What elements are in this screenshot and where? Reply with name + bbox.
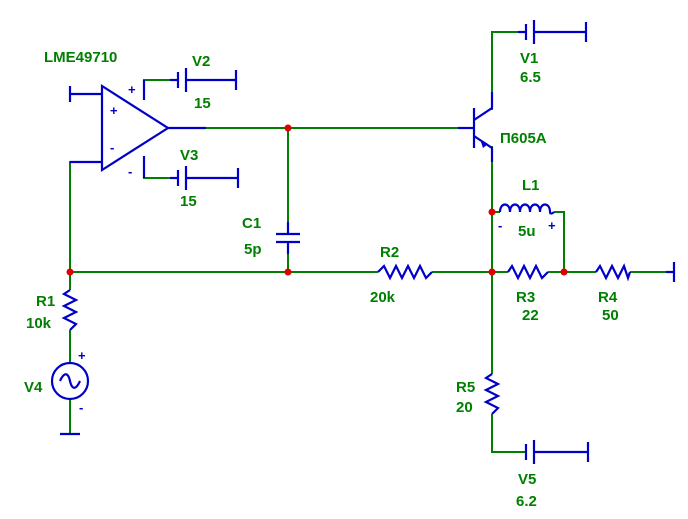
q1-emitter-arrow bbox=[480, 139, 488, 148]
wire-inverting-input bbox=[69, 161, 102, 272]
l1-minus-sign: - bbox=[498, 218, 502, 233]
wires bbox=[69, 31, 666, 453]
r1-zigzag bbox=[61, 289, 79, 331]
v3-ref-label: V3 bbox=[180, 147, 198, 164]
battery-v1: V1 6.5 bbox=[518, 20, 588, 86]
v2-value-label: 15 bbox=[194, 95, 211, 112]
wire-collector bbox=[491, 31, 526, 110]
r2-ref-label: R2 bbox=[380, 244, 399, 261]
r4-ref-label: R4 bbox=[598, 289, 618, 306]
opamp-rail-plus: + bbox=[128, 82, 136, 97]
node-c1-top bbox=[284, 124, 292, 132]
resistor-r4: R4 50 bbox=[595, 262, 676, 324]
r5-zigzag bbox=[483, 373, 501, 415]
resistor-r1: R1 10k bbox=[26, 289, 79, 332]
resistor-r2: R2 20k bbox=[370, 244, 433, 306]
junction-nodes bbox=[66, 124, 568, 276]
q1-collector bbox=[473, 92, 494, 121]
node-emitter bbox=[488, 268, 496, 276]
l1-ref-label: L1 bbox=[522, 177, 540, 194]
r4-value-label: 50 bbox=[602, 307, 619, 324]
resistor-r5: R5 20 bbox=[456, 373, 501, 416]
v4-circle bbox=[50, 361, 90, 401]
v4-ref-label: V4 bbox=[24, 379, 43, 396]
wire-vplus-rail bbox=[143, 79, 178, 100]
r3-ref-label: R3 bbox=[516, 289, 535, 306]
v2-ref-label: V2 bbox=[192, 53, 210, 70]
battery-v5: V5 6.2 bbox=[516, 440, 590, 510]
r5-value-label: 20 bbox=[456, 399, 473, 416]
l1-value-label: 5u bbox=[518, 223, 536, 240]
r2-zigzag bbox=[377, 263, 433, 281]
v4-sine bbox=[58, 373, 82, 389]
resistor-r3: R3 22 bbox=[507, 263, 549, 324]
capacitor-c1: C1 5p bbox=[242, 215, 300, 258]
v1-ref-label: V1 bbox=[520, 50, 538, 67]
c1-ref-label: C1 bbox=[242, 215, 261, 232]
r1-ref-label: R1 bbox=[36, 293, 55, 310]
r5-ref-label: R5 bbox=[456, 379, 475, 396]
opamp-ref-label: LME49710 bbox=[44, 49, 117, 66]
inductor-l1: - + L1 5u bbox=[498, 177, 556, 240]
l1-plus-sign: + bbox=[548, 218, 556, 233]
transistor-q1: П605A bbox=[458, 92, 547, 162]
opamp-rail-minus: - bbox=[128, 164, 132, 179]
wire-vminus-rail bbox=[143, 156, 178, 179]
opamp-lme49710: + - + - LME49710 bbox=[44, 49, 206, 179]
opamp-minus-sign: - bbox=[110, 140, 114, 155]
node-r1-top bbox=[66, 268, 74, 276]
wire-r5-bottom bbox=[491, 414, 526, 453]
v5-value-label: 6.2 bbox=[516, 493, 537, 510]
voltage-source-v4: + - V4 bbox=[24, 348, 90, 415]
node-l1-left bbox=[488, 208, 496, 216]
v4-plus-sign: + bbox=[78, 348, 86, 363]
q1-emitter bbox=[473, 135, 494, 162]
opamp-triangle bbox=[100, 83, 171, 173]
v3-value-label: 15 bbox=[180, 193, 197, 210]
q1-ref-label: П605A bbox=[500, 130, 547, 147]
r2-value-label: 20k bbox=[370, 289, 396, 306]
wire-l1-right bbox=[554, 211, 565, 272]
v4-minus-sign: - bbox=[79, 400, 83, 415]
v1-value-label: 6.5 bbox=[520, 69, 541, 86]
r3-value-label: 22 bbox=[522, 307, 539, 324]
r1-value-label: 10k bbox=[26, 315, 52, 332]
v5-ref-label: V5 bbox=[518, 471, 536, 488]
battery-v2: V2 15 bbox=[170, 53, 238, 112]
r4-zigzag bbox=[595, 263, 632, 282]
battery-v3: V3 15 bbox=[170, 147, 240, 210]
opamp-plus-sign: + bbox=[110, 103, 118, 118]
node-c1-bottom bbox=[284, 268, 292, 276]
l1-coil bbox=[498, 203, 555, 215]
c1-value-label: 5p bbox=[244, 241, 262, 258]
node-l1-right bbox=[560, 268, 568, 276]
r3-zigzag bbox=[507, 263, 549, 281]
